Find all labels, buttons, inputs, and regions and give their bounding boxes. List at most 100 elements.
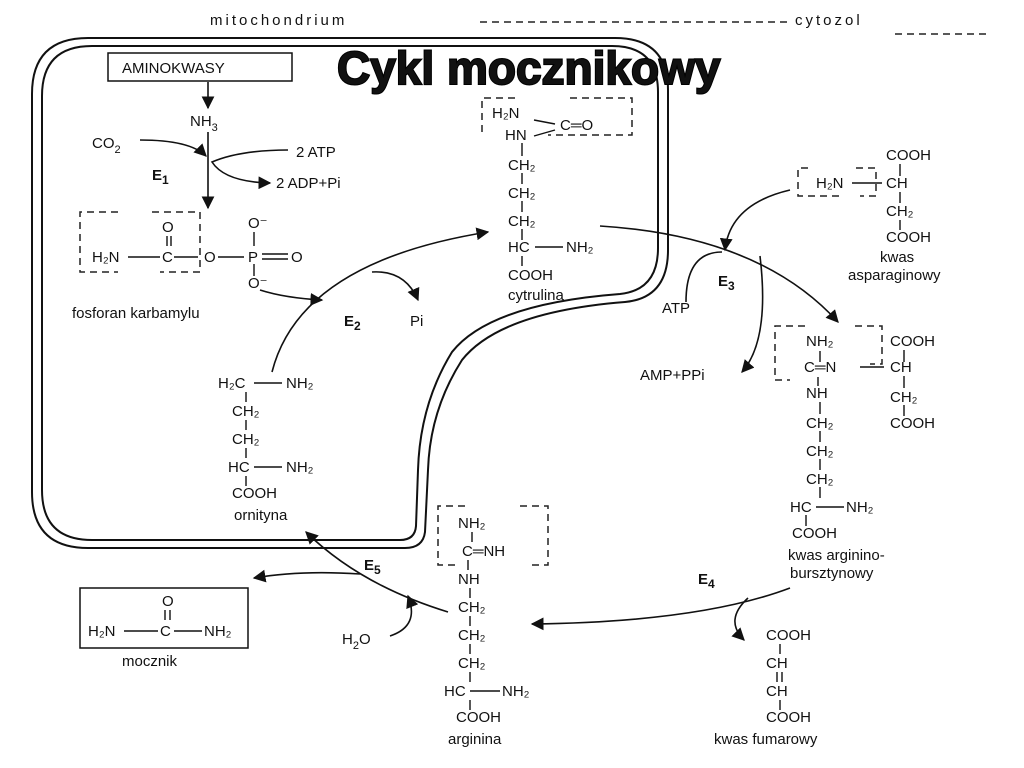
argsucc-hc: HC: [790, 499, 812, 516]
arginine-ch2-2: CH₂: [458, 627, 486, 644]
urea-nh2: NH₂: [204, 623, 232, 640]
enzyme-e5-label: E5: [364, 557, 381, 577]
arginine-name: arginina: [448, 731, 502, 748]
argsucc-succ-ch2: CH₂: [890, 389, 918, 406]
arginine-cooh: COOH: [456, 709, 501, 726]
carbamoyl-o-top: O: [162, 219, 174, 236]
aspartic-ch2: CH₂: [886, 203, 914, 220]
carbamoyl-dashed-bracket-left: [79, 211, 118, 273]
ornithine-h2c: H₂C: [218, 375, 246, 392]
argsucc-succ-cooh: COOH: [890, 415, 935, 432]
urea-c: C: [160, 623, 171, 640]
co2-input-arrow: [139, 139, 207, 157]
aspartic-h2n: H₂N: [816, 175, 844, 192]
arginine-nh: NH: [458, 571, 480, 588]
citrulline-bond-hn-c: [533, 129, 556, 137]
aspartic-cooh-top: COOH: [886, 147, 931, 164]
carbamoyl-to-e2-arrow: [259, 289, 324, 306]
urea-box: [79, 587, 249, 649]
ornithine-to-citrulline-arrow: [271, 227, 490, 373]
enzyme-e3-label: E3: [718, 273, 735, 293]
argsucc-ch2-3: CH₂: [806, 471, 834, 488]
ornithine-name: ornityna: [234, 507, 288, 524]
mitochondrion-inner-membrane: [41, 45, 659, 541]
cytozol-label: cytozol: [795, 12, 863, 29]
argsucc-succ-ch: CH: [890, 359, 912, 376]
carbamoyl-h2n: H₂N: [92, 249, 120, 266]
fumaric-ch-1: CH: [766, 655, 788, 672]
citrulline-to-argsucc-arrow: [599, 225, 839, 323]
arginine-to-ornithine-arrow: [305, 531, 449, 613]
adp-2-label: 2 ADP+Pi: [276, 175, 341, 192]
argsucc-cooh-top: COOH: [890, 333, 935, 350]
argsucc-cooh: COOH: [792, 525, 837, 542]
aminokwasy-box: [107, 52, 293, 82]
arginine-c-eq-nh: C═NH: [462, 543, 505, 560]
citrulline-dashed-bracket-right: [548, 97, 633, 136]
aspartate-input-arrow: [719, 189, 791, 252]
carbamoyl-o-ester: O: [204, 249, 216, 266]
aminokwasy-label: AMINOKWASY: [122, 60, 225, 77]
enzyme-e1-label: E1: [152, 167, 169, 187]
enzyme-e4-label: E4: [698, 571, 715, 591]
carbamoyl-o-minus-top: O⁻: [248, 215, 268, 232]
citrulline-ch2-1: CH₂: [508, 157, 536, 174]
carbamoyl-c: C: [162, 249, 173, 266]
arginine-nh2-alpha: NH₂: [502, 683, 530, 700]
mitochondrium-label: mitochondrium: [210, 12, 347, 29]
e5-to-urea-arrow: [252, 569, 361, 583]
fumaric-name: kwas fumarowy: [714, 731, 818, 748]
argsucc-name-2: bursztynowy: [790, 565, 874, 582]
urea-h2n: H₂N: [88, 623, 116, 640]
argsucc-c-eq-n: C═N: [804, 359, 836, 376]
fumaric-cooh-top: COOH: [766, 627, 811, 644]
arginine-hc: HC: [444, 683, 466, 700]
mitochondrion-outer-membrane: [31, 37, 669, 549]
aspartic-dashed-bracket-left: [797, 167, 840, 197]
urea-o: O: [162, 593, 174, 610]
citrulline-ch2-2: CH₂: [508, 185, 536, 202]
e4-to-fumarate-arrow: [731, 597, 749, 641]
argsucc-nh: NH: [806, 385, 828, 402]
pi-release-arrow: [371, 271, 420, 302]
citrulline-nh2: NH₂: [566, 239, 594, 256]
argsucc-dashed-bracket-right: [855, 325, 883, 365]
citrulline-name: cytrulina: [508, 287, 565, 304]
arginine-ch2-1: CH₂: [458, 599, 486, 616]
citrulline-h2n: H₂N: [492, 105, 520, 122]
co2-label: CO2: [92, 135, 121, 156]
amp-label: AMP+PPi: [640, 367, 705, 384]
arginine-nh2: NH₂: [458, 515, 486, 532]
atp-adp-arrow: [210, 149, 289, 190]
aspartic-name-2: asparaginowy: [848, 267, 941, 284]
aspartic-name-1: kwas: [880, 249, 914, 266]
citrulline-ch2-3: CH₂: [508, 213, 536, 230]
fumaric-ch-2: CH: [766, 683, 788, 700]
atp-2-label: 2 ATP: [296, 144, 336, 161]
ornithine-ch2-1: CH₂: [232, 403, 260, 420]
ornithine-nh2-delta: NH₂: [286, 375, 314, 392]
carbamoyl-p: P: [248, 249, 258, 266]
urea-name: mocznik: [122, 653, 178, 670]
argsucc-nh2-alpha: NH₂: [846, 499, 874, 516]
slide-title: Cykl mocznikowy: [337, 42, 721, 94]
ornithine-hc: HC: [228, 459, 250, 476]
argsucc-ch2-2: CH₂: [806, 443, 834, 460]
aspartic-ch: CH: [886, 175, 908, 192]
argsucc-dashed-bracket-left: [774, 325, 805, 381]
arginine-dashed-bracket-right: [520, 505, 549, 566]
citrulline-cooh: COOH: [508, 267, 553, 284]
argsucc-to-arginine-arrow: [530, 587, 791, 631]
citrulline-hn: HN: [505, 127, 527, 144]
e3-to-amp-arrow: [741, 255, 764, 373]
carbamoyl-dashed-bracket-right: [152, 211, 201, 273]
aspartic-cooh-bottom: COOH: [886, 229, 931, 246]
citrulline-hc: HC: [508, 239, 530, 256]
h2o-label: H2O: [342, 631, 371, 652]
citrulline-bond-h2n-c: [533, 119, 556, 125]
ornithine-nh2-alpha: NH₂: [286, 459, 314, 476]
atp-label: ATP: [662, 300, 690, 317]
carbamoyl-o-right: O: [291, 249, 303, 266]
pi-label: Pi: [410, 313, 423, 330]
